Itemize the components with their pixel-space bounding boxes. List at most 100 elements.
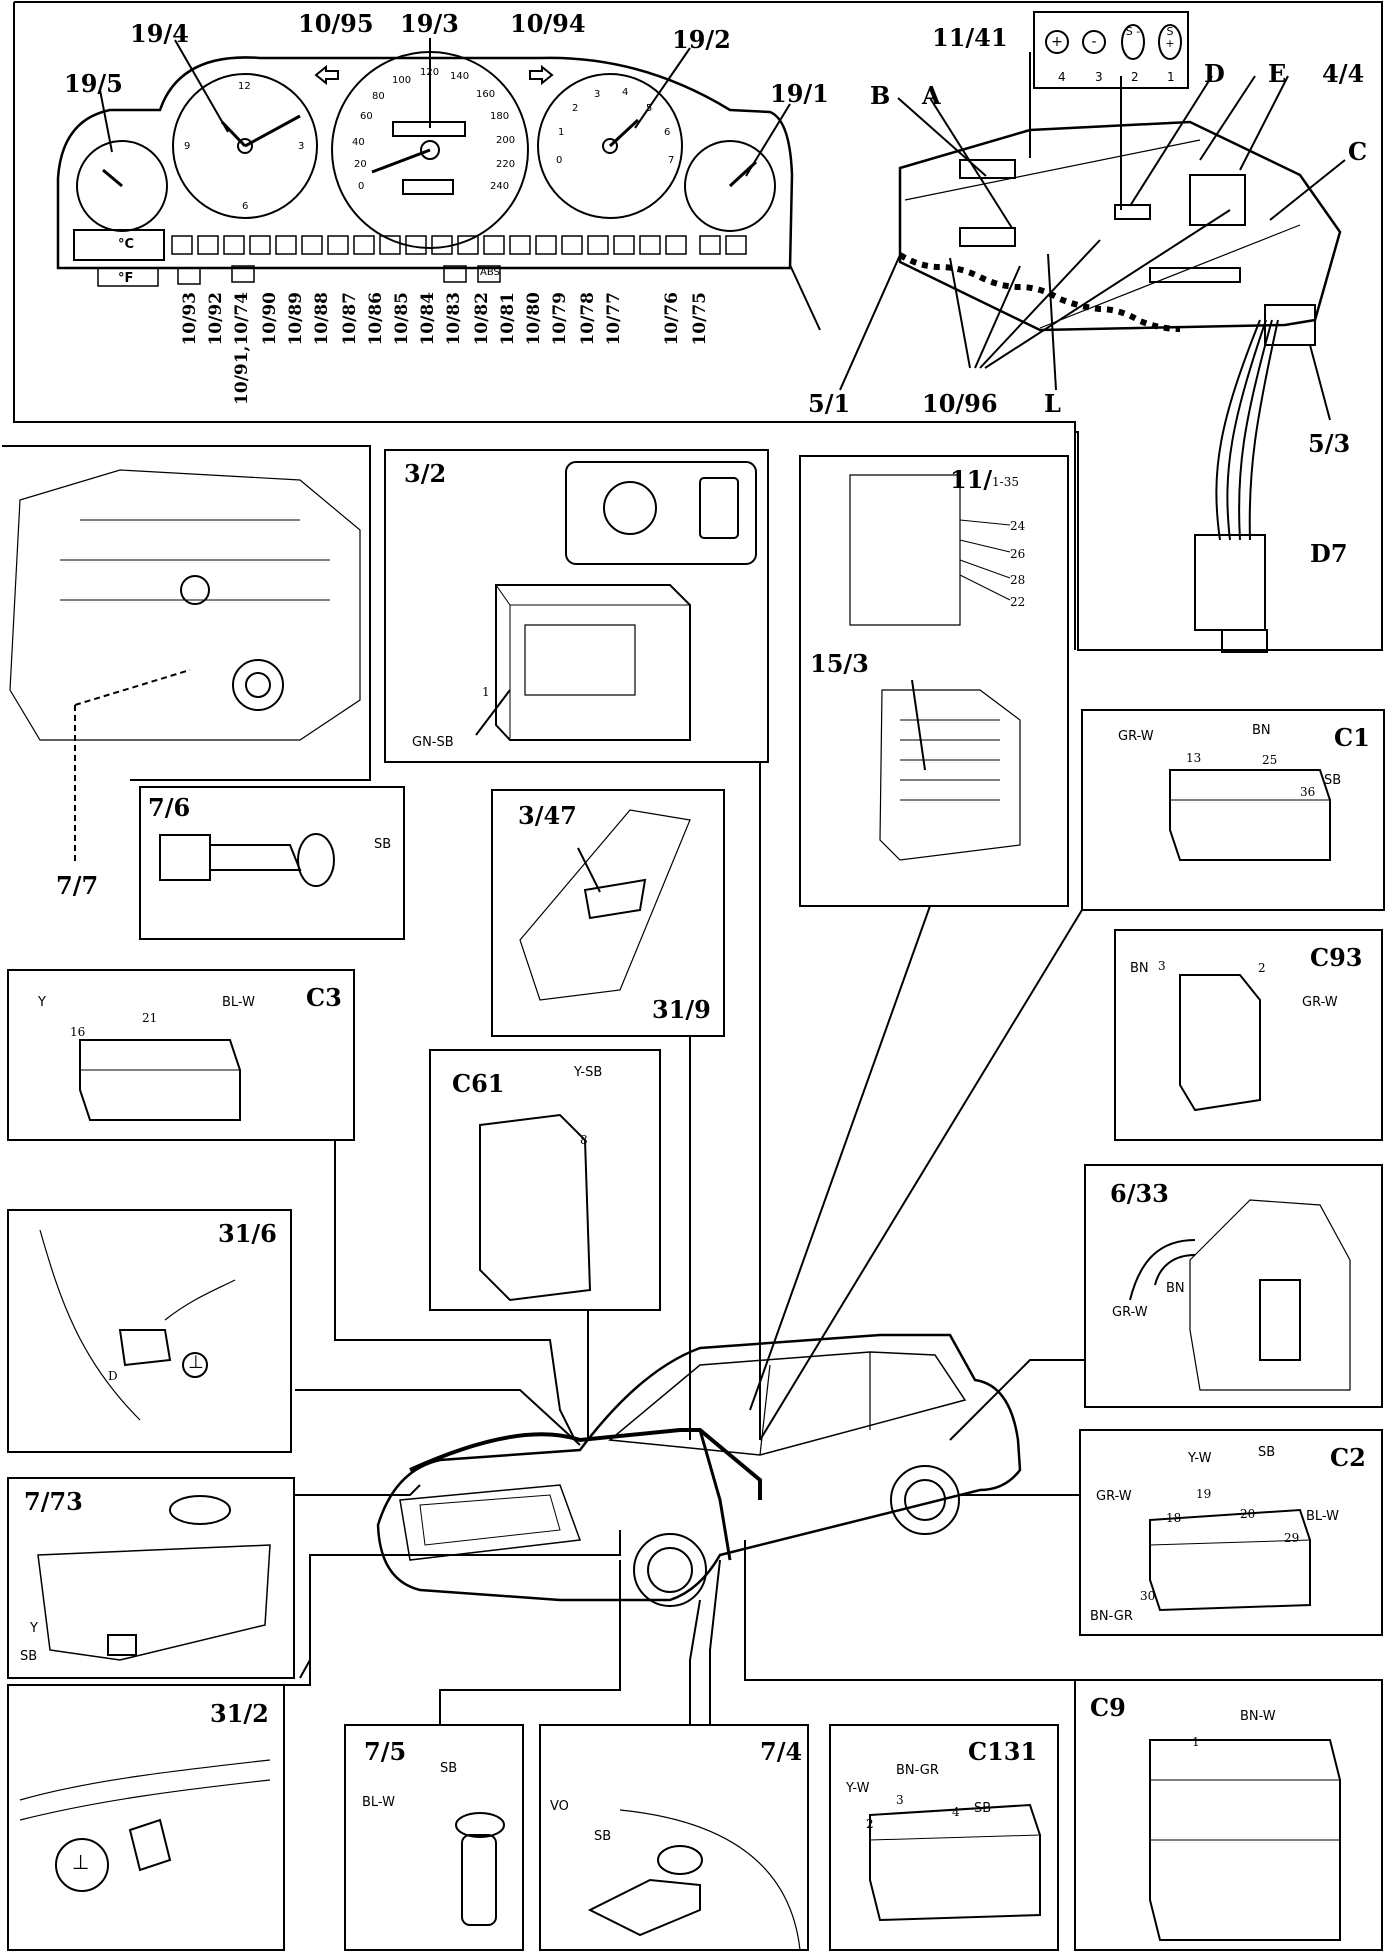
label-c3: C3 bbox=[306, 983, 342, 1012]
indicator-code: 10/87 bbox=[340, 292, 360, 346]
pin-31-6: D bbox=[108, 1369, 118, 1383]
cluster-label-4-4: 4/4 bbox=[1322, 59, 1365, 88]
indicator-code: 10/81 bbox=[498, 292, 518, 346]
label-15-3: 15/3 bbox=[810, 649, 869, 678]
tach-tick: 5 bbox=[646, 103, 653, 114]
label-31-6: 31/6 bbox=[218, 1219, 277, 1248]
clock-tick: 9 bbox=[184, 141, 191, 152]
indicator-code: 10/90 bbox=[260, 292, 280, 346]
legend-pin: 2 bbox=[1131, 70, 1139, 84]
temp-unit-f: °F bbox=[118, 271, 134, 286]
pin-c9: 1 bbox=[1192, 1735, 1200, 1749]
indicator-code: 10/85 bbox=[392, 292, 412, 346]
wire-c2: Y-W bbox=[1188, 1451, 1212, 1466]
cluster-label-e: E bbox=[1268, 59, 1287, 88]
tach-tick: 1 bbox=[558, 127, 565, 138]
label-c1: C1 bbox=[1334, 723, 1370, 752]
cluster-label-10-96: 10/96 bbox=[922, 389, 998, 418]
indicator-code: 10/80 bbox=[524, 292, 544, 346]
legend-pin: 1 bbox=[1167, 70, 1175, 84]
gauge-label-19-3: 19/3 bbox=[400, 9, 459, 38]
wire-c2: BL-W bbox=[1306, 1509, 1339, 1524]
speed-tick: 0 bbox=[358, 181, 365, 192]
speed-tick: 60 bbox=[360, 111, 373, 122]
indicator-code: 10/77 bbox=[604, 292, 624, 346]
label-31-9: 31/9 bbox=[652, 995, 711, 1024]
label-7-4: 7/4 bbox=[760, 1737, 803, 1766]
wire-c93: BN bbox=[1130, 961, 1149, 976]
wire-c131: SB bbox=[974, 1801, 992, 1816]
tach-tick: 0 bbox=[556, 155, 563, 166]
legend-pin: 3 bbox=[1095, 70, 1103, 84]
wire-c3: Y bbox=[38, 995, 46, 1010]
fuse-pin: 26 bbox=[1010, 547, 1026, 561]
label-c93: C93 bbox=[1310, 943, 1363, 972]
indicator-code: 10/89 bbox=[286, 292, 306, 346]
ground-icon: ⊥ bbox=[188, 1352, 204, 1373]
cluster-label-a: A bbox=[922, 81, 941, 110]
pin-c1: 36 bbox=[1300, 785, 1316, 799]
pin-c1: 13 bbox=[1186, 751, 1202, 765]
wire-7-73: Y bbox=[30, 1621, 38, 1636]
pin-c2: 18 bbox=[1166, 1511, 1182, 1525]
legend-plus: + bbox=[1051, 34, 1063, 50]
wire-c1: BN bbox=[1252, 723, 1271, 738]
indicator-code: 10/78 bbox=[578, 292, 598, 346]
wire-7-4: SB bbox=[594, 1829, 612, 1844]
wire-c131: BN-GR bbox=[896, 1763, 939, 1778]
label-7-7: 7/7 bbox=[56, 871, 99, 900]
cluster-label-d: D bbox=[1204, 59, 1225, 88]
label-7-6: 7/6 bbox=[148, 793, 191, 822]
pin-c93: 3 bbox=[1158, 959, 1166, 973]
wire-6-33: GR-W bbox=[1112, 1305, 1148, 1320]
pin-3-2: 1 bbox=[482, 685, 490, 699]
wire-c2: GR-W bbox=[1096, 1489, 1132, 1504]
pin-c93: 2 bbox=[1258, 961, 1266, 975]
speed-tick: 200 bbox=[496, 135, 516, 146]
indicator-code: 10/93 bbox=[180, 292, 200, 346]
wire-6-33: BN bbox=[1166, 1281, 1185, 1296]
label-c61: C61 bbox=[452, 1069, 505, 1098]
speed-tick: 40 bbox=[352, 137, 365, 148]
pin-c3: 16 bbox=[70, 1025, 86, 1039]
indicator-code: 10/92 bbox=[206, 292, 226, 346]
speed-tick: 180 bbox=[490, 111, 510, 122]
cluster-label-d7: D7 bbox=[1310, 539, 1348, 568]
clock-tick: 3 bbox=[298, 141, 305, 152]
wire-c9: BN-W bbox=[1240, 1709, 1276, 1724]
clock-tick: 12 bbox=[238, 81, 251, 92]
label-3-2: 3/2 bbox=[404, 459, 447, 488]
wire-7-6: SB bbox=[374, 837, 392, 852]
pin-c2: 20 bbox=[1240, 1507, 1256, 1521]
label-c131: C131 bbox=[968, 1737, 1038, 1766]
wire-c93: GR-W bbox=[1302, 995, 1338, 1010]
wire-c2: SB bbox=[1258, 1445, 1276, 1460]
indicator-code: 10/79 bbox=[550, 292, 570, 346]
gauge-label-19-5: 19/5 bbox=[64, 69, 123, 98]
tach-tick: 4 bbox=[622, 87, 629, 98]
pin-c61: 8 bbox=[580, 1133, 588, 1147]
gauge-label-19-2: 19/2 bbox=[672, 25, 731, 54]
label-6-33: 6/33 bbox=[1110, 1179, 1169, 1208]
gauge-label-19-4: 19/4 bbox=[130, 19, 189, 48]
wire-7-5: SB bbox=[440, 1761, 458, 1776]
label-c9: C9 bbox=[1090, 1693, 1126, 1722]
tach-tick: 3 bbox=[594, 89, 601, 100]
speed-tick: 240 bbox=[490, 181, 510, 192]
indicator-code: 10/76 bbox=[662, 292, 682, 346]
pin-c131: 4 bbox=[952, 1805, 960, 1819]
wire-7-5: BL-W bbox=[362, 1795, 395, 1810]
pin-c3: 21 bbox=[142, 1011, 158, 1025]
pin-c1: 25 bbox=[1262, 753, 1278, 767]
pin-c131: 2 bbox=[866, 1817, 874, 1831]
cluster-label-l: L bbox=[1044, 389, 1061, 418]
label-7-5: 7/5 bbox=[364, 1737, 407, 1766]
pin-c2: 19 bbox=[1196, 1487, 1212, 1501]
legend-pin: 4 bbox=[1058, 70, 1066, 84]
speed-tick: 120 bbox=[420, 67, 440, 78]
clock-tick: 6 bbox=[242, 201, 249, 212]
legend-s-plus: S + bbox=[1165, 25, 1175, 51]
temp-unit-c: °C bbox=[118, 237, 135, 252]
ground-icon: ⊥ bbox=[72, 1850, 90, 1874]
